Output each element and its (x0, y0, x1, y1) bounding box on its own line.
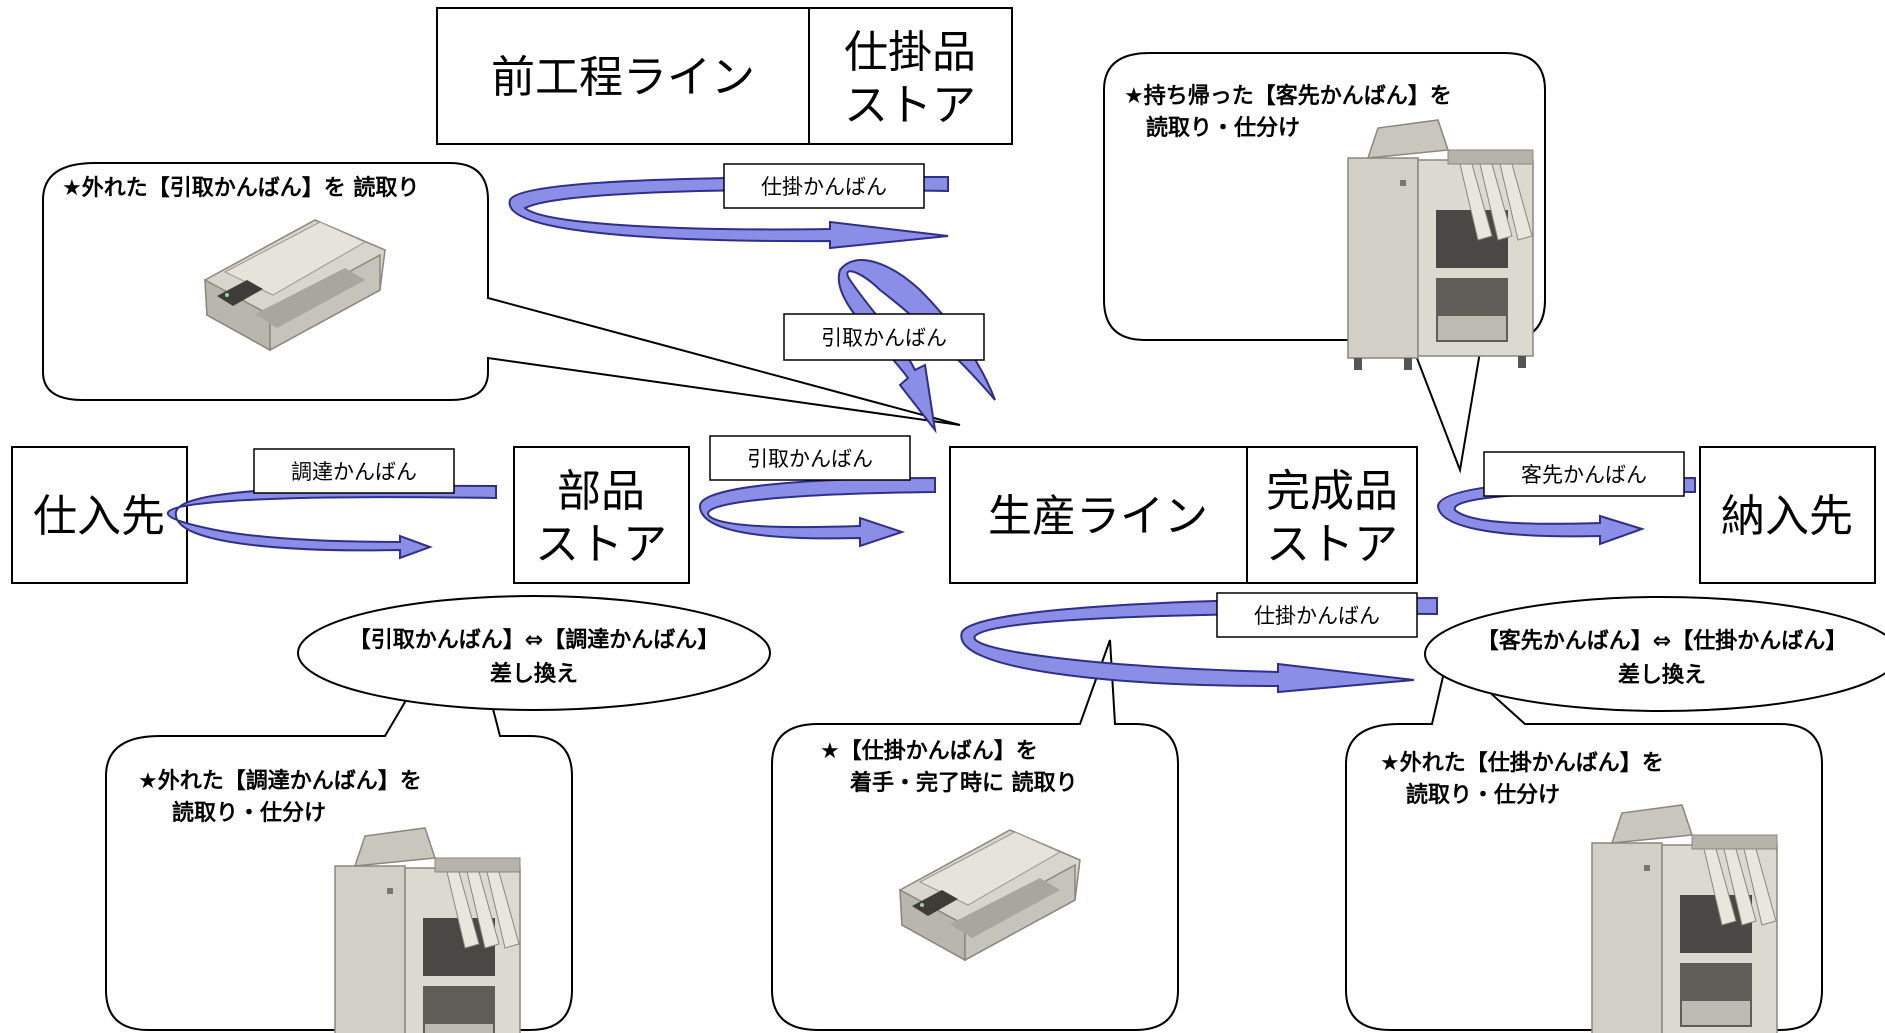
svg-text:引取かんばん: 引取かんばん (821, 326, 947, 350)
svg-text:仕入先: 仕入先 (33, 491, 165, 542)
svg-text:客先かんばん: 客先かんばん (1521, 463, 1647, 487)
callout-top-right-text-1: ★持ち帰った【客先かんばん】を (1124, 83, 1452, 109)
arrow-withdrawal-main (698, 476, 936, 548)
callout-bottom-center-text-2: 着手・完了時に 読取り (849, 770, 1078, 796)
box-production-line: 生産ライン (949, 446, 1248, 584)
label-wip-bottom: 仕掛かんばん (1216, 592, 1418, 638)
label-customer: 客先かんばん (1483, 451, 1685, 497)
kanban-sorter-icon (334, 827, 521, 1033)
svg-text:生産ライン: 生産ライン (988, 491, 1208, 542)
callout-top-left-text: ★外れた【引取かんばん】を 読取り (62, 175, 419, 201)
ellipse-swap-left-text-2: 差し換え (490, 661, 578, 687)
label-wip-upstream: 仕掛かんばん (723, 163, 925, 209)
callout-bottom-left-text-2: 読取り・仕分け (172, 800, 326, 826)
callout-bottom-left-text-1: ★外れた【調達かんばん】を (138, 768, 422, 794)
callout-bottom-center: ★【仕掛かんばん】を 着手・完了時に 読取り (771, 639, 1179, 1031)
ellipse-swap-right-text-1: 【客先かんばん】⇔【仕掛かんばん】 (1477, 628, 1847, 654)
callout-top-left: ★外れた【引取かんばん】を 読取り (42, 162, 961, 426)
ellipse-swap-left: 【引取かんばん】⇔【調達かんばん】 差し換え (297, 595, 771, 711)
callout-bottom-right: ★外れた【仕掛かんばん】を 読取り・仕分け (1345, 653, 1823, 1033)
svg-text:調達かんばん: 調達かんばん (291, 460, 417, 484)
label-procurement: 調達かんばん (253, 448, 455, 494)
callout-bottom-right-text-1: ★外れた【仕掛かんばん】を (1380, 750, 1664, 776)
box-supplier: 仕入先 (11, 446, 188, 584)
arrow-procurement (166, 484, 497, 560)
ellipse-swap-left-text-1: 【引取かんばん】⇔【調達かんばん】 (349, 627, 719, 653)
svg-text:仕掛かんばん: 仕掛かんばん (1254, 604, 1380, 628)
box-upstream-line: 前工程ライン (436, 7, 810, 145)
ellipse-swap-right: 【客先かんばん】⇔【仕掛かんばん】 差し換え (1424, 596, 1885, 712)
svg-text:前工程ライン: 前工程ライン (491, 52, 755, 103)
callout-bottom-center-text-1: ★【仕掛かんばん】を (820, 739, 1038, 764)
label-withdrawal-upstream: 引取かんばん (783, 313, 985, 361)
box-parts-store: 部品 ストア (513, 446, 690, 584)
box-customer: 納入先 (1699, 446, 1876, 584)
ellipse-swap-right-text-2: 差し換え (1618, 662, 1706, 688)
callout-bottom-right-text-2: 読取り・仕分け (1406, 782, 1560, 808)
callout-top-right-text-2: 読取り・仕分け (1146, 115, 1300, 141)
callout-top-right: ★持ち帰った【客先かんばん】を 読取り・仕分け (1103, 52, 1546, 474)
svg-text:仕掛品: 仕掛品 (844, 27, 976, 78)
svg-text:納入先: 納入先 (1721, 491, 1853, 542)
svg-text:部品: 部品 (557, 466, 645, 517)
svg-text:ストア: ストア (1266, 519, 1398, 570)
svg-text:引取かんばん: 引取かんばん (747, 447, 873, 471)
box-wip-store: 仕掛品 ストア (808, 7, 1013, 145)
svg-text:ストア: ストア (535, 519, 667, 570)
svg-text:ストア: ストア (844, 80, 976, 131)
svg-text:仕掛かんばん: 仕掛かんばん (761, 175, 887, 199)
box-finished-store: 完成品 ストア (1246, 446, 1418, 584)
svg-text:完成品: 完成品 (1266, 466, 1398, 517)
label-withdrawal-main: 引取かんばん (709, 435, 911, 481)
arrow-wip-upstream (508, 175, 949, 250)
arrow-wip-bottom (960, 596, 1438, 694)
